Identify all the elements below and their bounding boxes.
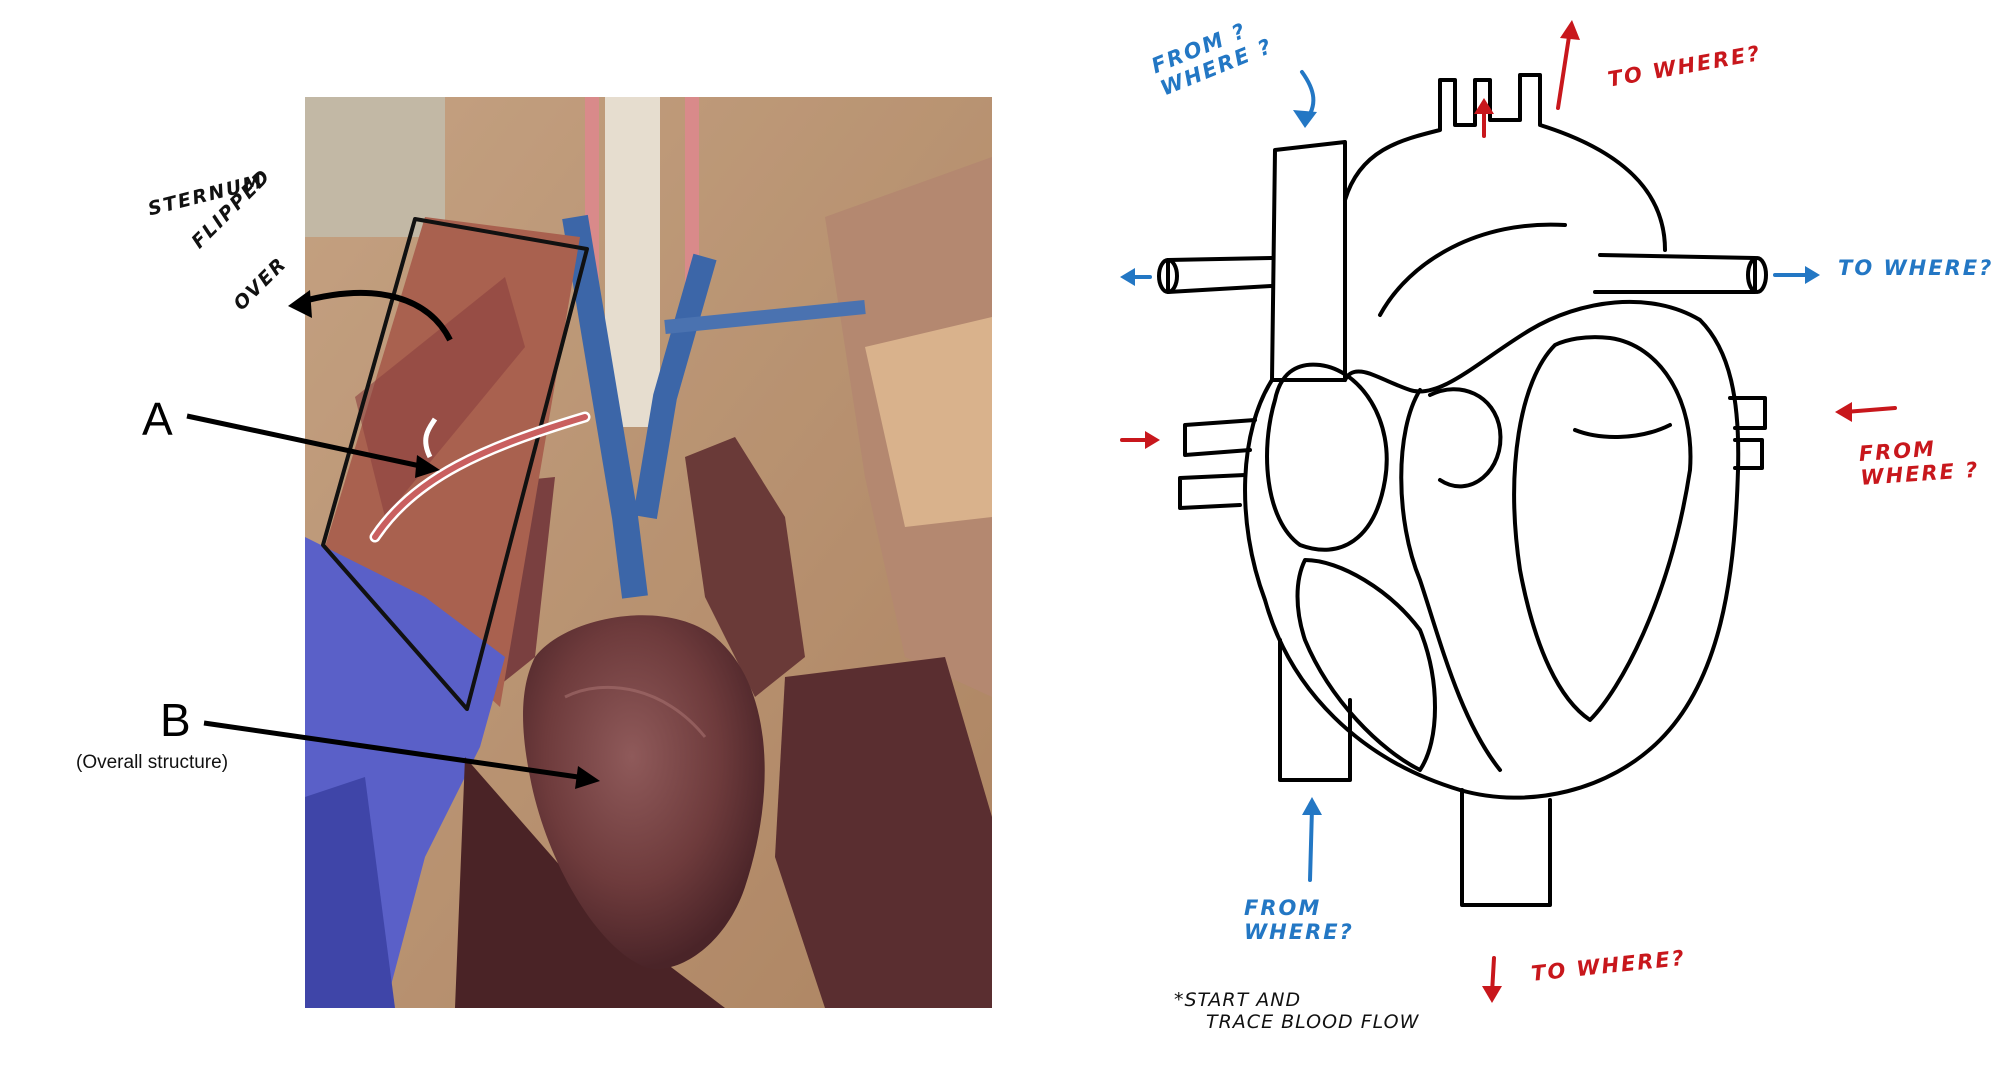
footnote-line1: *START AND xyxy=(1174,989,1302,1011)
bottom-from-line1: FROM xyxy=(1244,896,1322,920)
label-b-note: (Overall structure) xyxy=(76,752,229,773)
arrow-a xyxy=(186,413,426,470)
sternum-flip-arrow-head xyxy=(288,290,312,318)
arrow-b xyxy=(203,720,586,781)
bottom-from-label: FROM WHERE? xyxy=(1244,896,1354,944)
footnote: *START AND TRACE BLOOD FLOW xyxy=(1174,989,1420,1034)
heart-outline xyxy=(1243,299,1741,800)
sternum-flip-arrow xyxy=(299,289,453,342)
label-a: A xyxy=(142,393,173,445)
arrow-pv-right-in xyxy=(1843,406,1897,414)
dissection-photo xyxy=(305,97,992,1008)
pulmonary-artery-right xyxy=(1593,253,1757,294)
bottom-from-line2: WHERE? xyxy=(1244,920,1354,945)
arrow-b-head xyxy=(575,766,600,789)
aortic-arch xyxy=(1343,73,1667,252)
right-from-label: FROM WHERE ? xyxy=(1858,434,1980,490)
arrow-a-head xyxy=(415,455,440,478)
label-b: B xyxy=(160,694,191,746)
arrow-arch-out xyxy=(1556,28,1572,110)
arrow-ivc-in xyxy=(1308,806,1314,882)
descending-aorta xyxy=(1460,788,1552,907)
pulmonary-artery-left xyxy=(1166,256,1274,294)
right-upper-to-label: TO WHERE? xyxy=(1838,256,1994,280)
inferior-vena-cava xyxy=(1278,638,1352,782)
footnote-line2: TRACE BLOOD FLOW xyxy=(1206,1010,1420,1033)
superior-vena-cava xyxy=(1270,140,1347,382)
